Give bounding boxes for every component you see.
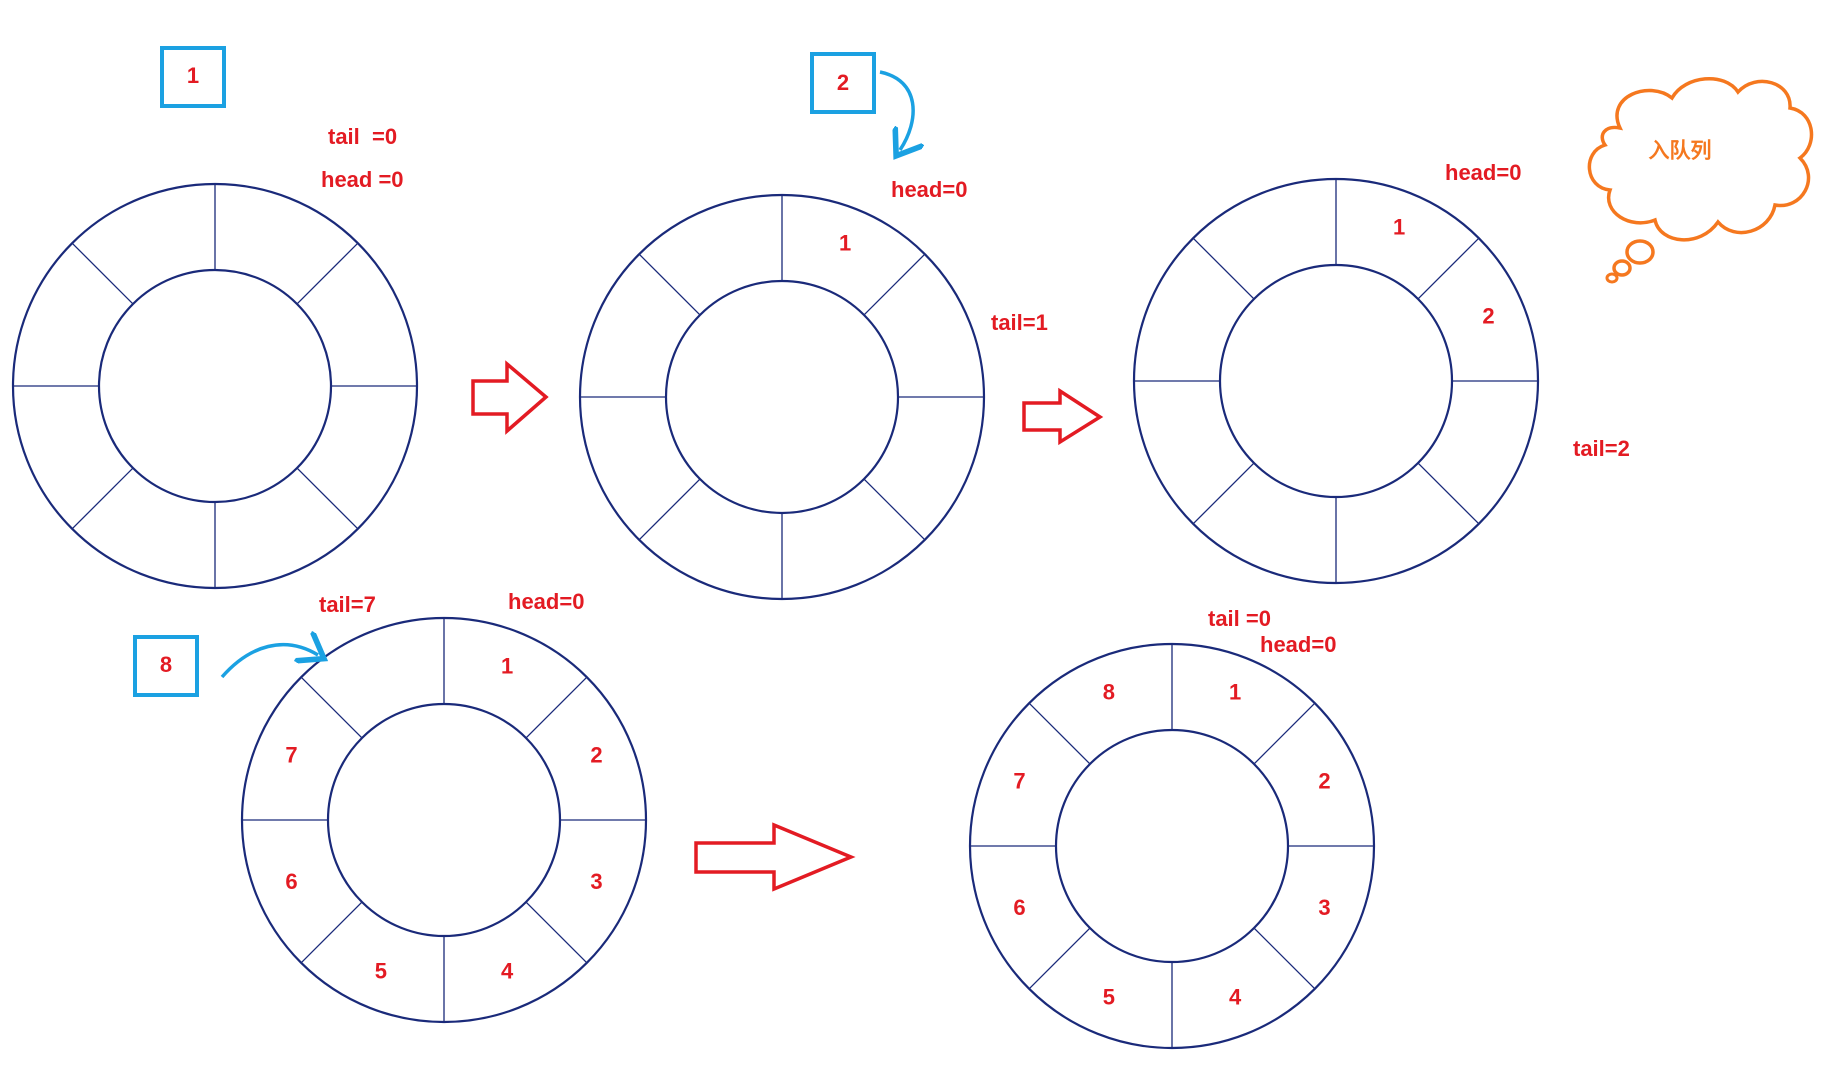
head-label: head=0 [1445,160,1521,185]
slot-value: 6 [285,869,297,894]
slot-tick [1474,519,1483,528]
slot-value: 1 [839,230,851,255]
svg-text:1: 1 [187,63,199,88]
curved-arrow-icon [879,70,913,150]
slot-divider [638,478,701,541]
slot-tick [297,958,306,967]
inner-circle [97,268,333,504]
right-block-arrow-icon [471,360,549,435]
slot-divider [1253,702,1316,765]
queue-ring-step-3: 12 [1132,177,1540,585]
slot-divider [296,242,359,305]
slot-divider [300,676,363,739]
queue-ring-step-8: 1 2 3 4 5 6 7 [240,616,648,1024]
slot-tick [920,250,929,259]
slot-divider [525,676,588,739]
inner-circle [664,279,900,515]
slot-divider [71,467,134,530]
tail-label: tail =0 [328,124,397,149]
inner-circle [1054,728,1290,964]
slot-divider [1417,462,1480,525]
queue-ring-step-2: 1 [578,193,986,601]
slot-tick [582,673,591,682]
slot-divider [1028,702,1091,765]
element-box-1: 1 [160,46,226,108]
slot-tick [1474,234,1483,243]
slot-value: 1 [1393,214,1405,239]
slot-value: 1 [1229,679,1241,704]
thought-bubble-text: 入队列 [1649,140,1712,163]
slot-tick [920,535,929,544]
slot-divider [863,253,926,316]
slot-value: 2 [1318,769,1330,794]
slot-value: 5 [375,958,387,983]
slot-divider [863,478,926,541]
right-block-arrow-icon [1022,387,1104,446]
tail-label: tail =0 [1208,606,1271,631]
slot-value: 1 [501,653,513,678]
slot-value: 8 [1103,679,1115,704]
slot-value: 3 [590,869,602,894]
slot-divider [1028,927,1091,990]
slot-divider [300,901,363,964]
queue-ring-step-1 [11,182,419,590]
slot-divider [296,467,359,530]
slot-value: 6 [1013,895,1025,920]
head-label: head =0 [321,167,404,192]
tail-label: tail=2 [1573,436,1630,461]
slot-tick [353,524,362,533]
slot-tick [353,239,362,248]
head-label: head=0 [1260,632,1336,657]
slot-value: 2 [1482,304,1494,329]
slot-tick [68,524,77,533]
svg-text:8: 8 [160,652,172,677]
slot-value: 7 [1013,769,1025,794]
tail-label: tail=7 [319,592,376,617]
queue-ring-full: 1 2 3 4 5 6 7 8 [968,642,1376,1050]
slot-divider [71,242,134,305]
slot-divider [1192,462,1255,525]
slot-value: 7 [285,743,297,768]
slot-tick [1025,699,1034,708]
thought-cloud-icon: 入队列 [1587,77,1814,284]
svg-text:2: 2 [837,70,849,95]
slot-value: 4 [1229,984,1242,1009]
element-box-8: 8 [133,635,199,697]
slot-tick [68,239,77,248]
slot-tick [1310,699,1319,708]
right-block-arrow-icon [694,822,856,892]
head-label: head=0 [508,589,584,614]
head-label: head=0 [891,177,967,202]
slot-divider [1192,237,1255,300]
slot-value: 2 [590,743,602,768]
slot-tick [635,250,644,259]
slot-value: 5 [1103,984,1115,1009]
inner-circle [1218,263,1454,499]
slot-tick [1310,984,1319,993]
slot-tick [582,958,591,967]
slot-tick [297,673,306,682]
slot-tick [1189,519,1198,528]
slot-divider [525,901,588,964]
slot-divider [1417,237,1480,300]
element-box-2: 2 [810,52,876,114]
slot-divider [638,253,701,316]
inner-circle [326,702,562,938]
slot-divider [1253,927,1316,990]
slot-tick [1189,234,1198,243]
slot-value: 4 [501,958,514,983]
slot-value: 3 [1318,895,1330,920]
curved-arrow-icon [220,645,318,679]
slot-tick [635,535,644,544]
slot-tick [1025,984,1034,993]
tail-label: tail=1 [991,310,1048,335]
